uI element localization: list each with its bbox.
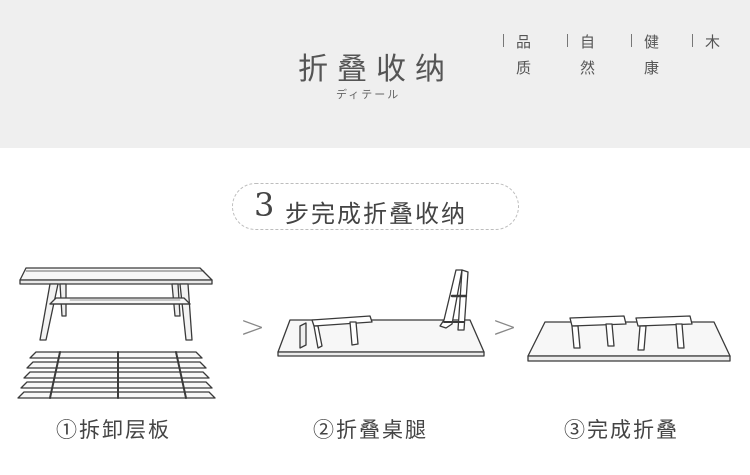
steps-count: 3 xyxy=(254,186,275,224)
page-subtitle: ディテール xyxy=(336,88,401,101)
next-step-arrow: > xyxy=(240,310,266,345)
tag-divider xyxy=(692,34,693,47)
tag-char-top: 健 xyxy=(644,33,660,51)
tag-divider xyxy=(567,34,568,47)
tag-char-top: 品 xyxy=(516,33,532,51)
tag-char-top: 自 xyxy=(580,33,596,51)
tag-char-top: 木 xyxy=(705,33,721,51)
next-step-arrow: > xyxy=(492,310,518,345)
step1-slatted-board-illustration xyxy=(17,351,216,399)
header-banner: 折叠收纳 ディテール 品 质 自 然 健 康 木 xyxy=(0,0,750,148)
steps-banner-pill xyxy=(232,183,519,230)
tag-char-bottom: 质 xyxy=(516,59,532,77)
step3-caption: ③完成折叠 xyxy=(564,418,679,442)
step1-table-illustration xyxy=(19,267,213,341)
tag-divider xyxy=(631,34,632,47)
steps-banner-text: 步完成折叠收纳 xyxy=(285,200,467,228)
step2-caption: ②折叠桌腿 xyxy=(313,418,428,442)
step3-table-illustration xyxy=(527,315,731,362)
tag-char-bottom: 然 xyxy=(580,59,596,77)
tag-divider xyxy=(503,34,504,47)
tag-char-bottom: 康 xyxy=(644,59,660,77)
page-title: 折叠收纳 xyxy=(298,52,454,87)
step1-caption: ①拆卸层板 xyxy=(56,418,171,442)
step2-table-illustration xyxy=(277,269,485,357)
